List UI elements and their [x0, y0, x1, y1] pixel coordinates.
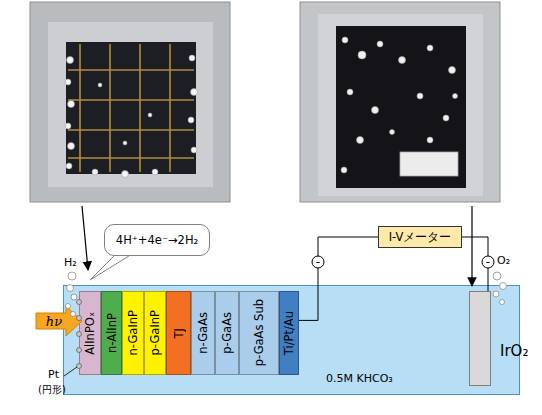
- layer-label: n-AlInP: [105, 313, 119, 353]
- material-note: (円形): [38, 383, 66, 397]
- layer-label: p-GaInP: [148, 310, 162, 355]
- layer-label: Ti/Pt/Au: [282, 311, 296, 355]
- layer-band: p-GaAs Sub: [239, 291, 279, 375]
- meter-box: I-Vメーター: [378, 226, 462, 248]
- layer-label: AlInPOₓ: [83, 312, 97, 355]
- layer-band: p-GaInP: [144, 291, 166, 375]
- layer-band: TJ: [166, 291, 191, 375]
- wire: [462, 237, 488, 291]
- gas-bubbles: [66, 272, 507, 317]
- wire: [299, 237, 378, 320]
- meter-label: I-Vメーター: [389, 230, 452, 245]
- pt-dots: [77, 300, 82, 369]
- reaction-bubble: 4H⁺+4e⁻→2H₂: [104, 224, 210, 256]
- layer-band: n-GaInP: [122, 291, 144, 375]
- gas-label: O₂: [497, 254, 510, 267]
- electrolyte-label: 0.5M KHCO₃: [326, 372, 393, 385]
- layer-label: p-GaAs: [220, 312, 234, 354]
- electrode-label: IrO₂: [500, 342, 528, 360]
- photo-pointer: [471, 206, 472, 286]
- light-arrow: hν: [36, 306, 82, 336]
- reaction-label: 4H⁺+4e⁻→2H₂: [116, 233, 198, 247]
- layer-label: n-GaAs: [196, 312, 210, 354]
- layer-band: p-GaAs: [215, 291, 239, 375]
- layer-label: p-GaAs Sub: [252, 299, 266, 366]
- layer-band: Ti/Pt/Au: [279, 291, 299, 375]
- gas-label: H₂: [64, 256, 77, 269]
- cell-photo-left: [30, 2, 230, 202]
- terminal-sign: -: [481, 254, 495, 270]
- layer-band: n-AlInP: [101, 291, 122, 375]
- cell-photo-right: [300, 2, 500, 202]
- leader-line: [64, 367, 77, 376]
- terminal-sign: -: [311, 254, 325, 270]
- material-label: Pt: [48, 368, 59, 381]
- electrolyte-bath: 0.5M KHCO₃ AlInPOₓ n-AlInP n-GaInP p-GaInP TJ…: [63, 285, 520, 395]
- photo-pointer: [82, 206, 88, 270]
- layer-label: TJ: [172, 328, 186, 338]
- light-label: hν: [46, 314, 62, 329]
- layer-label: n-GaInP: [126, 310, 140, 355]
- bubble-tail: [90, 254, 132, 280]
- anode-electrode: IrO₂: [469, 291, 491, 386]
- layer-band: n-GaAs: [191, 291, 215, 375]
- layer-band: AlInPOₓ: [79, 291, 101, 375]
